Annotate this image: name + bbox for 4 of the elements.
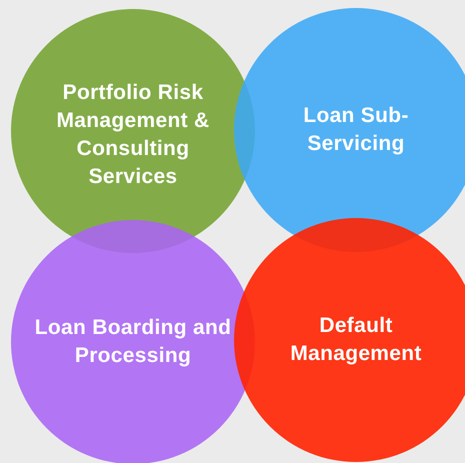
- circle-label: Default Management: [289, 313, 423, 367]
- circle-label: Portfolio Risk Management & Consulting Services: [56, 80, 210, 190]
- circle-label: Loan Boarding and Processing: [34, 315, 232, 369]
- circle-label: Loan Sub-Servicing: [302, 103, 410, 157]
